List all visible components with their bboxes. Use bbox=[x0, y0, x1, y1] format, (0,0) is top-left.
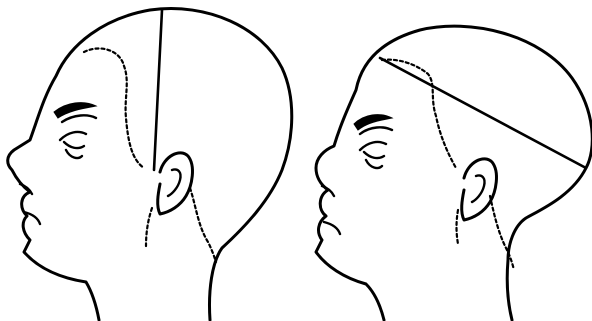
right-mouth bbox=[324, 222, 340, 234]
right-eyebrow-stroke bbox=[360, 127, 392, 134]
left-neck-hairline bbox=[190, 188, 216, 262]
left-hairline bbox=[84, 48, 144, 168]
right-hairline bbox=[382, 60, 456, 168]
right-neck-hairline bbox=[490, 196, 514, 270]
right-ear bbox=[462, 159, 497, 220]
left-head-figure bbox=[8, 9, 292, 320]
left-ear-inner bbox=[168, 169, 181, 196]
left-sideburn-line bbox=[146, 208, 152, 246]
right-eye bbox=[360, 142, 386, 168]
left-ear bbox=[158, 153, 193, 214]
right-ear-inner bbox=[472, 175, 485, 202]
left-vertical-measure-line bbox=[154, 10, 162, 170]
left-eyebrow-stroke bbox=[62, 115, 96, 122]
left-head-outline bbox=[8, 9, 292, 320]
right-sideburn-line bbox=[457, 210, 459, 244]
right-head-outline bbox=[316, 26, 592, 320]
left-eye bbox=[60, 132, 86, 158]
right-diagonal-measure-line bbox=[380, 58, 586, 168]
right-head-figure bbox=[316, 26, 592, 320]
